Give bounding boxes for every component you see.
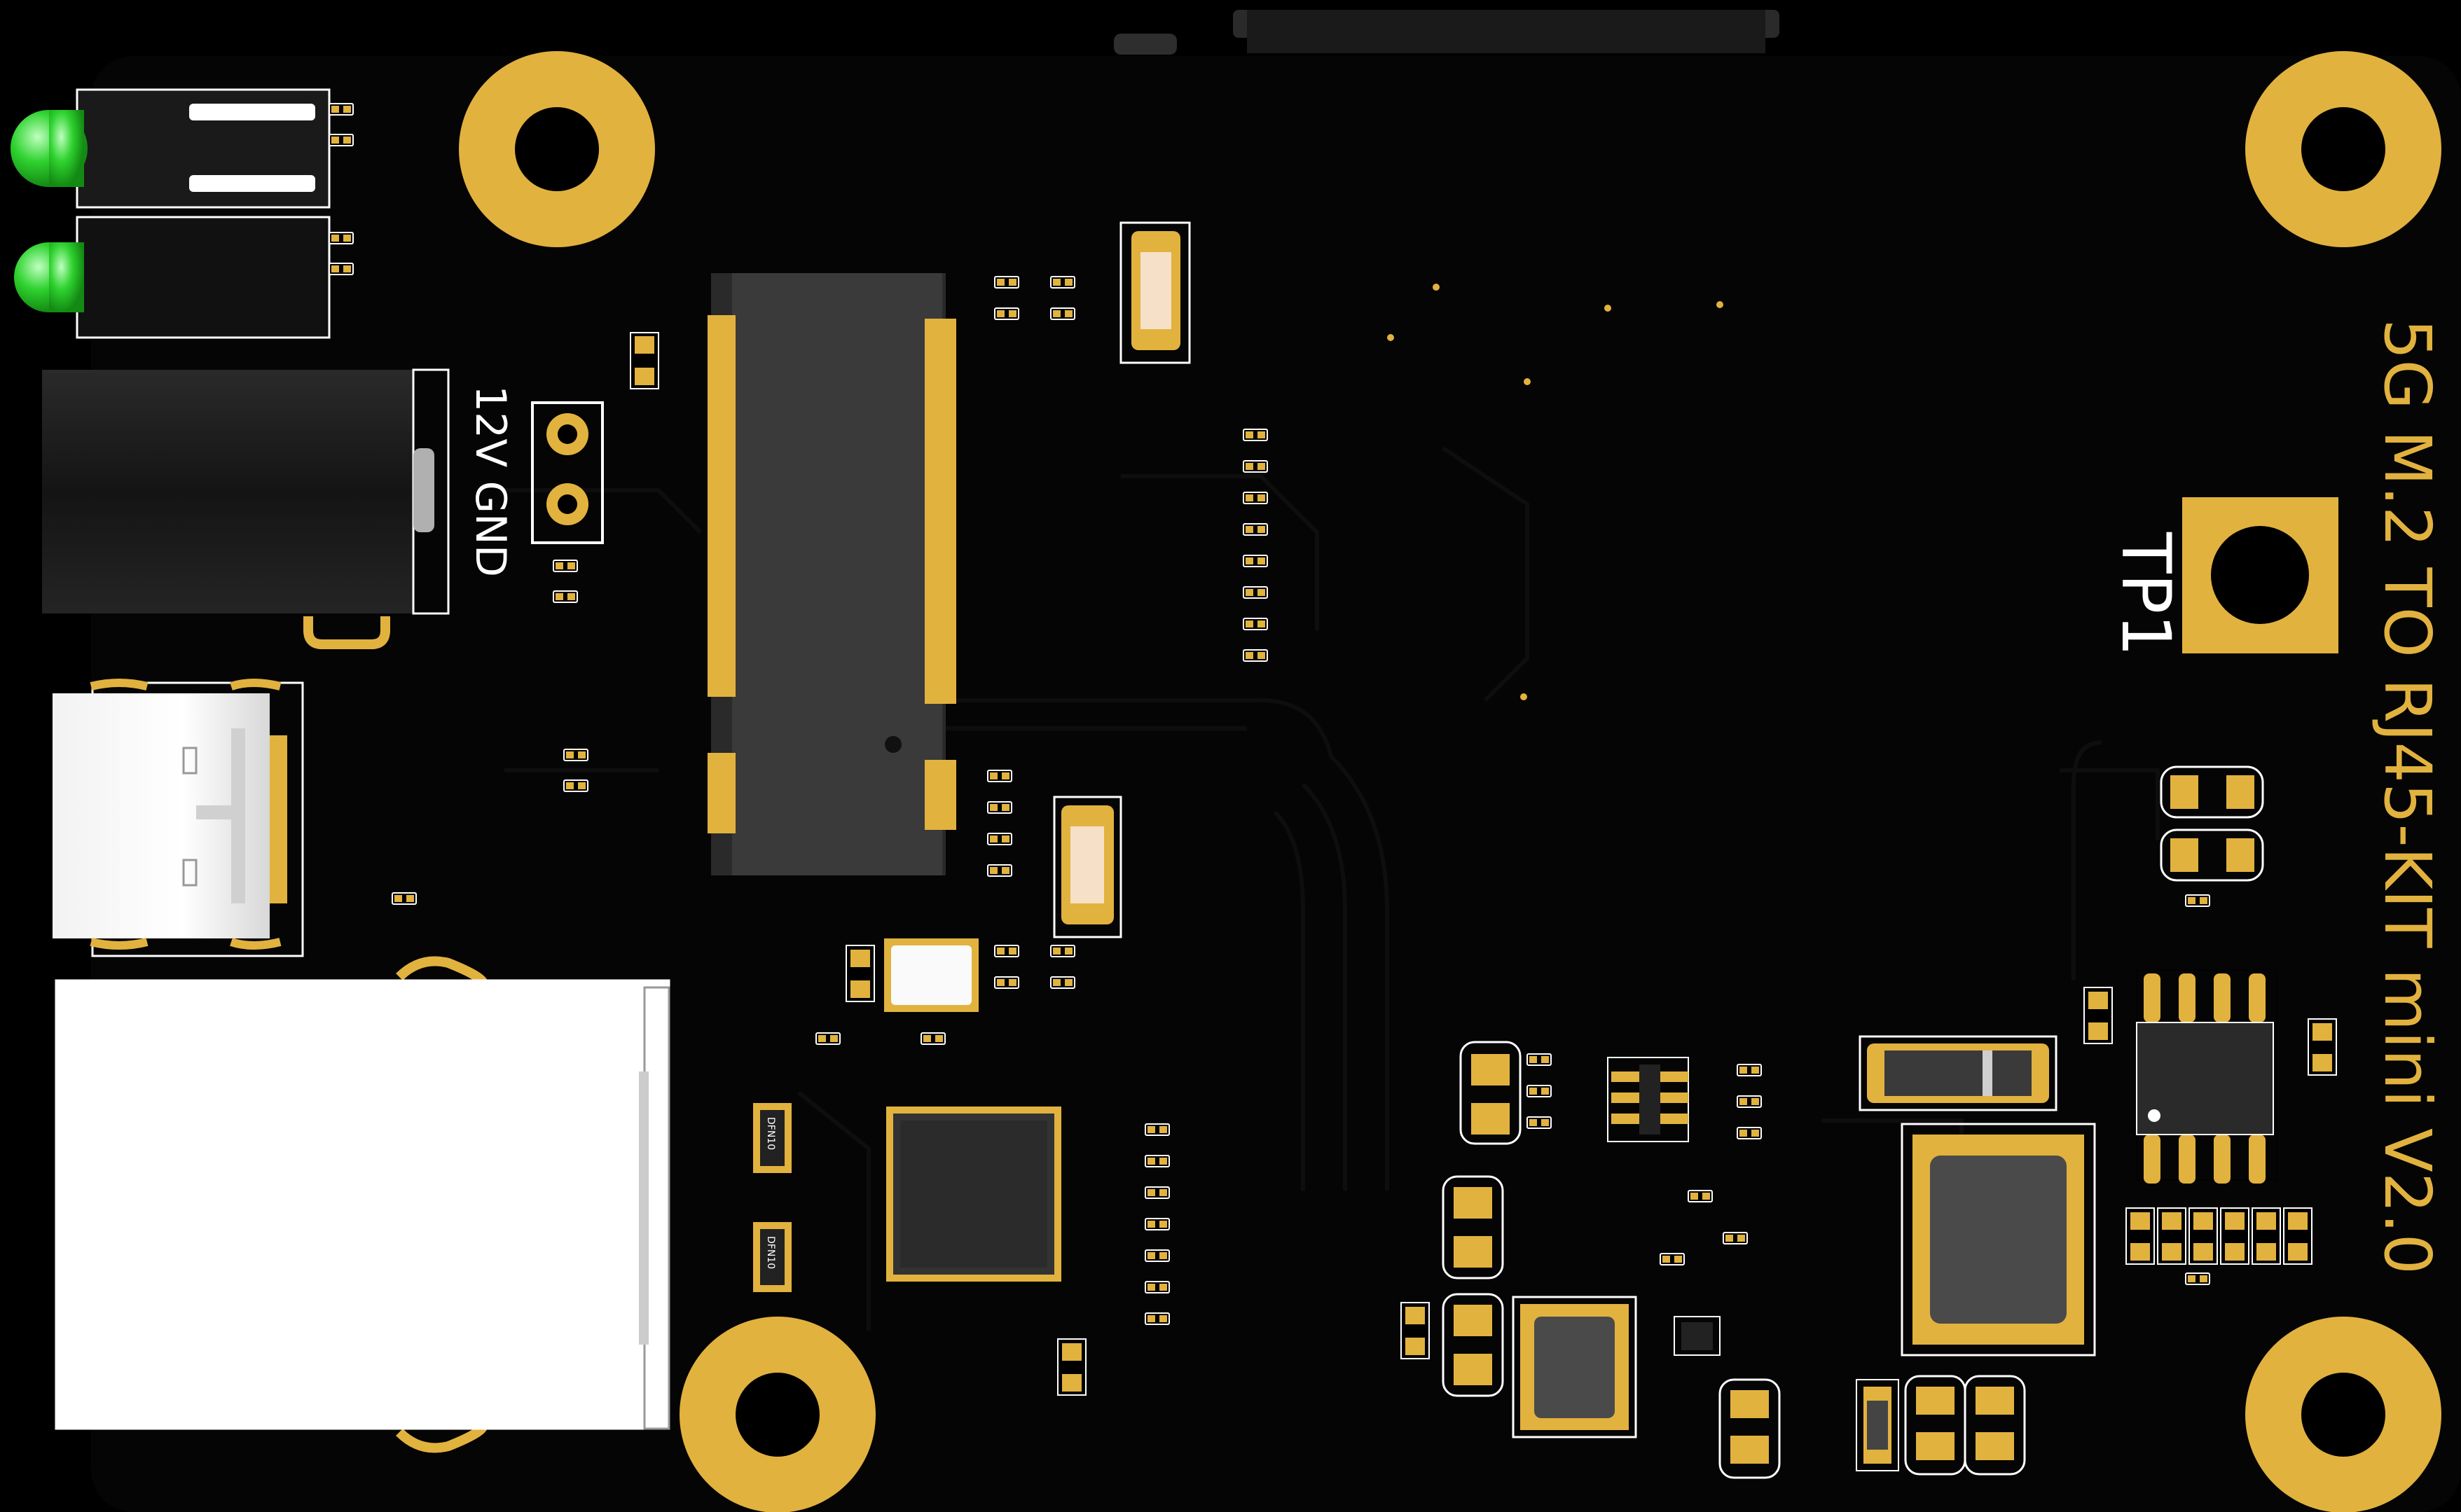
capacitors-bottom-right [1856, 1375, 2026, 1476]
dc-barrel-jack [42, 368, 450, 649]
usb-c-port [53, 679, 304, 957]
fuse-middle [1053, 796, 1122, 938]
mounting-hole-top-right [2245, 51, 2441, 247]
mounting-hole-bottom-right [2245, 1317, 2441, 1512]
crystal-oscillator [884, 938, 979, 1012]
main-controller-chip [886, 1107, 1061, 1282]
board-title: 5G M.2 TO RJ45-KIT mini V2.0 [2370, 319, 2445, 1275]
small-ic [1674, 1316, 1721, 1356]
chip-dfn10-b: DFN10 [753, 1222, 792, 1292]
diode [1859, 1035, 2057, 1111]
power-header [531, 401, 604, 544]
capacitor-bottom-center [1718, 1378, 1781, 1479]
test-point-label: TP1 [2107, 532, 2185, 657]
test-point-pad [2182, 497, 2338, 653]
chip-dfn10-a: DFN10 [753, 1103, 792, 1173]
mounting-hole-bottom-center [680, 1317, 876, 1512]
capacitor-pair-right [2160, 765, 2264, 882]
capacitor-row-bottom-right [2125, 1207, 2312, 1265]
fuse-top [1119, 221, 1191, 364]
board-outline [91, 56, 2461, 1512]
svg-text:DFN10: DFN10 [765, 1117, 776, 1150]
soic8-chip [2136, 969, 2277, 1184]
vias [1387, 284, 1723, 700]
inductor-large [1901, 1123, 2096, 1357]
svg-text:DFN10: DFN10 [765, 1236, 776, 1269]
m2-slot [708, 273, 956, 875]
regulator-ic [1607, 1057, 1689, 1142]
power-header-label: 12V GND [466, 385, 515, 577]
led-green-top [11, 88, 331, 209]
mounting-hole-top-left [459, 51, 655, 247]
led-green-bottom [14, 216, 331, 339]
rj45-port [55, 956, 670, 1453]
power-caps-left [1442, 1041, 1522, 1397]
inductor-small [1512, 1296, 1637, 1438]
